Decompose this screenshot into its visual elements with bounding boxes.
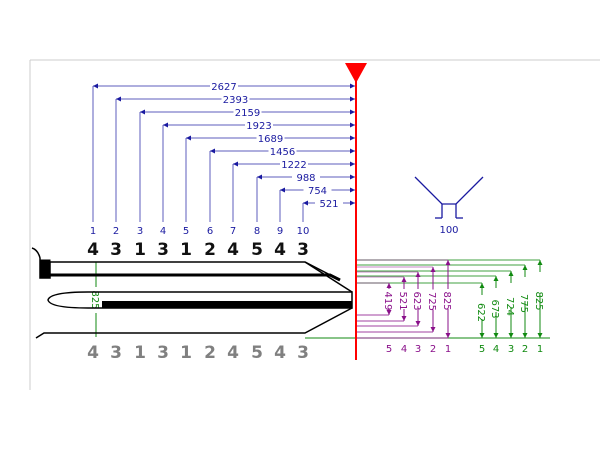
depth-code: 3 <box>110 240 122 260</box>
depth-index: 4 <box>493 344 499 355</box>
depth-value: 724 <box>504 297 515 316</box>
depth-code: 1 <box>134 240 146 260</box>
position-index: 3 <box>137 226 143 237</box>
depth-value: 419 <box>382 291 393 310</box>
position-index: 7 <box>230 226 236 237</box>
distance-label: 988 <box>296 173 315 184</box>
profile-width-label: 100 <box>439 225 458 236</box>
label-bg <box>245 119 273 130</box>
position-index: 2 <box>113 226 119 237</box>
label-bg <box>292 171 320 182</box>
depth-index: 2 <box>522 344 528 355</box>
distance-label: 1456 <box>270 147 295 158</box>
depth-code-bottom: 1 <box>134 343 146 363</box>
position-index: 10 <box>297 226 310 237</box>
position-6: 1456 6 2 2 <box>204 145 355 363</box>
distance-label: 521 <box>319 199 338 210</box>
purple-depth-2: 725 2 <box>357 266 439 355</box>
depth-code-bottom: 4 <box>274 343 286 363</box>
depth-code: 4 <box>227 240 239 260</box>
distance-label: 1689 <box>258 134 283 145</box>
depth-code: 1 <box>180 240 192 260</box>
distance-label: 754 <box>308 186 327 197</box>
depth-index: 2 <box>430 344 436 355</box>
key-blade <box>31 247 353 339</box>
position-index: 4 <box>160 226 166 237</box>
arrow-icon <box>401 277 407 321</box>
depth-code-bottom: 3 <box>157 343 169 363</box>
label-bg <box>233 106 262 117</box>
distance-label: 2393 <box>223 95 248 106</box>
depth-code-bottom: 1 <box>180 343 192 363</box>
position-index: 8 <box>254 226 260 237</box>
depth-index: 4 <box>401 344 407 355</box>
label-bg <box>221 93 250 104</box>
depth-code: 5 <box>251 240 263 260</box>
depth-code-bottom: 4 <box>227 343 239 363</box>
depth-code-bottom: 5 <box>251 343 263 363</box>
depth-index: 3 <box>508 344 514 355</box>
distance-label: 2159 <box>235 108 260 119</box>
position-index: 5 <box>183 226 189 237</box>
depth-index: 5 <box>479 344 485 355</box>
depth-value: 673 <box>489 299 500 318</box>
purple-depth-1: 825 1 <box>357 259 454 355</box>
depth-value: 775 <box>518 294 529 313</box>
depth-code: 4 <box>274 240 286 260</box>
depth-value: 623 <box>411 291 422 310</box>
depth-index: 1 <box>445 344 451 355</box>
label-bg <box>210 80 238 91</box>
purple-depth-5: 419 5 <box>357 282 395 355</box>
position-index: 1 <box>90 226 96 237</box>
position-5: 1689 5 1 1 <box>180 132 355 363</box>
label-bg <box>256 132 285 143</box>
depth-value: 825 <box>533 291 544 310</box>
distance-label: 1222 <box>281 160 306 171</box>
green-depth-4: 673 4 <box>357 275 502 355</box>
blade-width-label: 825 <box>89 290 100 309</box>
depth-value: 825 <box>441 291 452 310</box>
green-depth-2: 775 2 <box>357 264 531 355</box>
depth-code: 3 <box>157 240 169 260</box>
distance-label: 1923 <box>246 121 271 132</box>
depth-index: 5 <box>386 344 392 355</box>
depth-index: 1 <box>537 344 543 355</box>
depth-code-bottom: 2 <box>204 343 216 363</box>
purple-depth-3: 623 3 <box>357 271 424 355</box>
distance-label: 2627 <box>211 82 236 93</box>
depth-code-bottom: 3 <box>297 343 309 363</box>
depth-code-bottom: 4 <box>87 343 99 363</box>
depth-index: 3 <box>415 344 421 355</box>
depth-code: 3 <box>297 240 309 260</box>
depth-value: 725 <box>426 292 437 311</box>
position-10: 521 10 3 3 <box>297 197 355 363</box>
depth-value: 521 <box>397 291 408 310</box>
depth-code: 2 <box>204 240 216 260</box>
label-bg <box>268 145 297 156</box>
label-bg <box>315 197 343 208</box>
depth-value: 622 <box>475 303 486 322</box>
depth-code-bottom: 3 <box>110 343 122 363</box>
position-8: 988 8 5 5 <box>251 171 355 363</box>
label-bg <box>280 158 308 169</box>
purple-depth-4: 521 4 <box>357 276 410 355</box>
cut-profile <box>414 176 484 219</box>
position-9: 754 9 4 4 <box>274 184 355 363</box>
position-index: 6 <box>207 226 213 237</box>
position-7: 1222 7 4 4 <box>227 158 355 363</box>
position-index: 9 <box>277 226 283 237</box>
label-bg <box>303 184 332 195</box>
depth-code: 4 <box>87 240 99 260</box>
